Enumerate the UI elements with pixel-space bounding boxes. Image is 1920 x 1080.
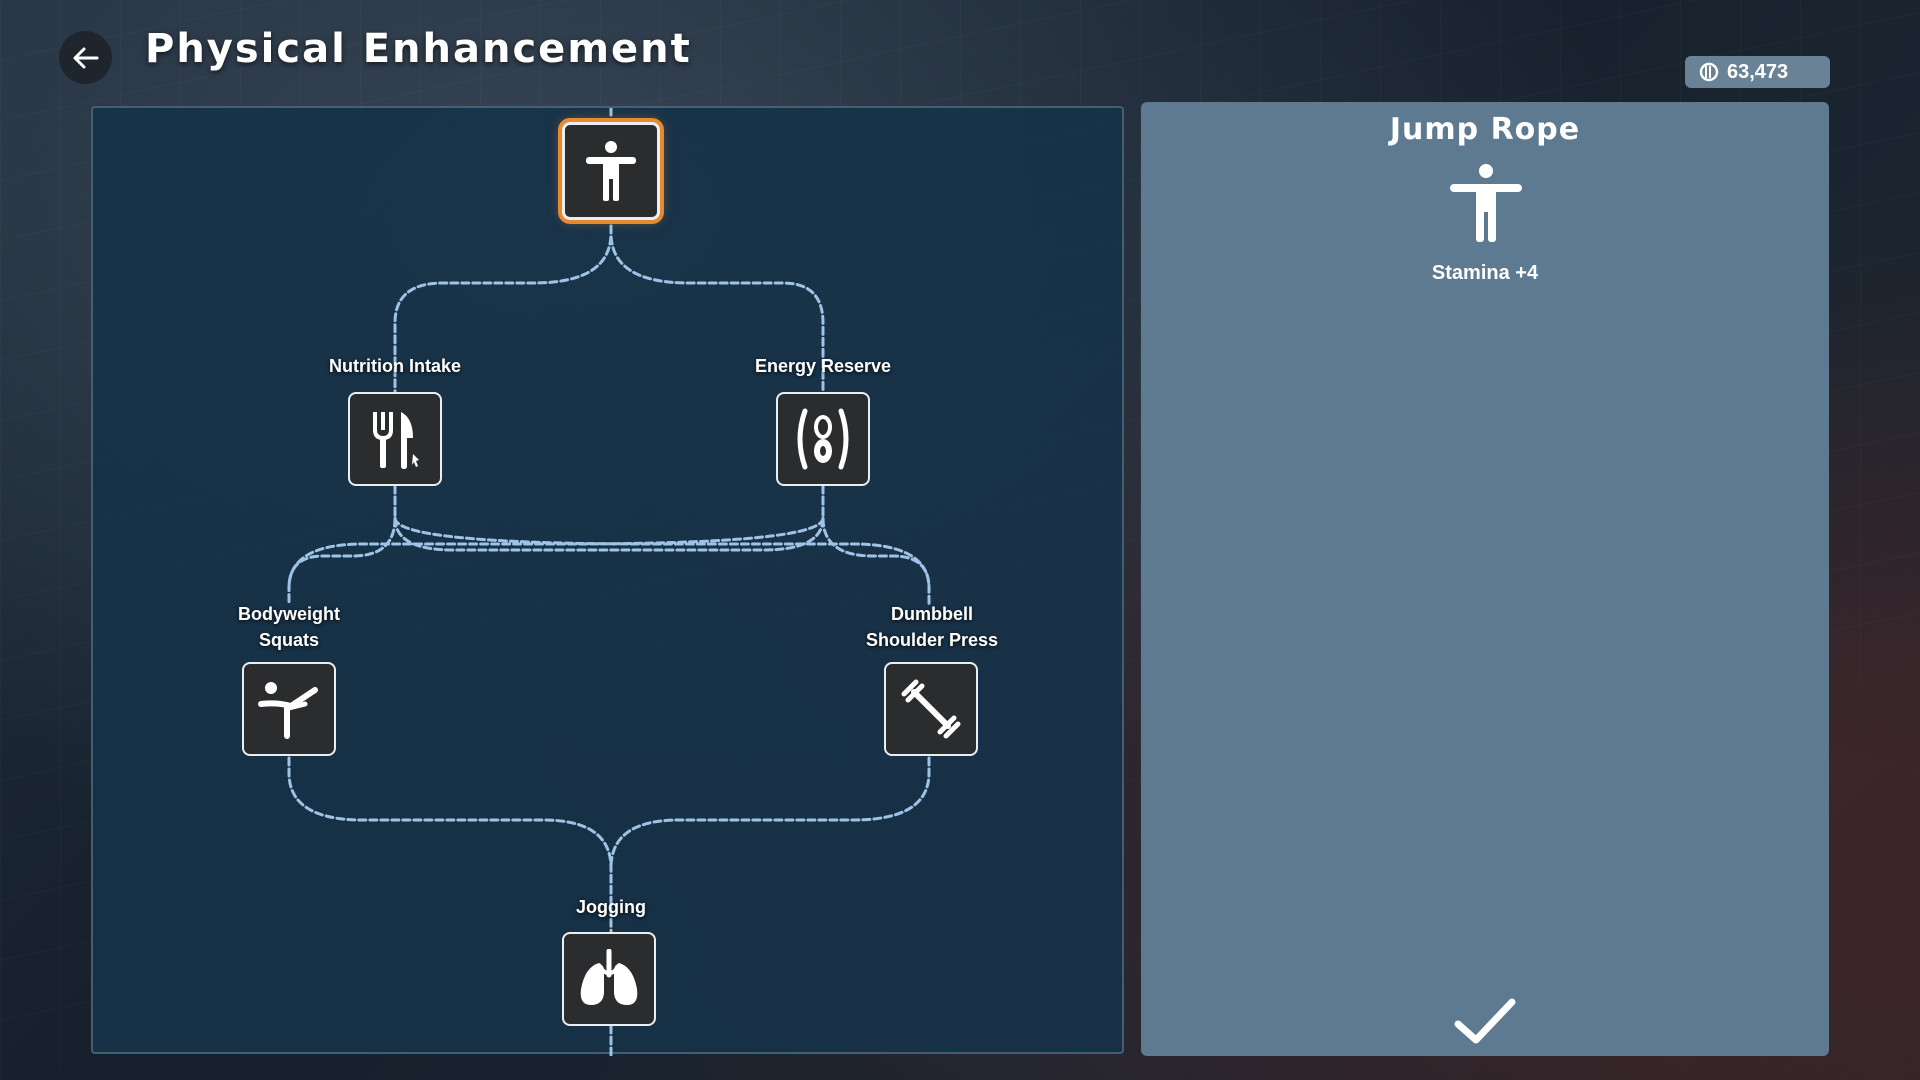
skill-node-nutrition-intake[interactable]	[348, 392, 442, 486]
lungs-icon	[580, 949, 638, 1005]
detail-title: Jump Rope	[1389, 112, 1581, 147]
currency-display: 63,473	[1685, 56, 1830, 88]
detail-effect: Stamina +4	[1431, 262, 1539, 284]
currency-amount: 63,473	[1727, 60, 1789, 83]
skill-label-nutrition-intake: Nutrition Intake	[328, 356, 461, 376]
back-button[interactable]	[59, 31, 112, 84]
checkmark-icon	[1454, 998, 1516, 1044]
fork-knife-icon	[373, 412, 419, 469]
skill-detail-panel: Jump Rope Stamina +4	[1141, 102, 1829, 1056]
skill-node-bodyweight-squats[interactable]	[242, 662, 336, 756]
skill-label-jogging: Jogging	[576, 897, 646, 917]
dumbbell-icon	[901, 679, 961, 739]
standing-figure-icon	[586, 141, 636, 201]
skill-label-energy-reserve: Energy Reserve	[754, 356, 892, 376]
skill-tree-connectors	[287, 108, 931, 1056]
arrow-left-icon	[73, 47, 98, 68]
skill-node-energy-reserve[interactable]	[776, 392, 870, 486]
skill-node-jogging[interactable]	[562, 932, 656, 1026]
abdomen-icon	[797, 408, 849, 470]
skill-node-dumbbell-shoulder-press[interactable]	[884, 662, 978, 756]
coin-icon	[1699, 62, 1719, 82]
standing-figure-icon	[1450, 164, 1522, 242]
skill-tree-panel: Nutrition Intake Energy Reserve Bodyweig…	[91, 106, 1124, 1056]
stretch-figure-icon	[258, 682, 318, 739]
confirm-button[interactable]	[1445, 992, 1525, 1052]
skill-node-jump-rope[interactable]	[562, 122, 660, 220]
page-title: Physical Enhancement	[145, 26, 692, 72]
